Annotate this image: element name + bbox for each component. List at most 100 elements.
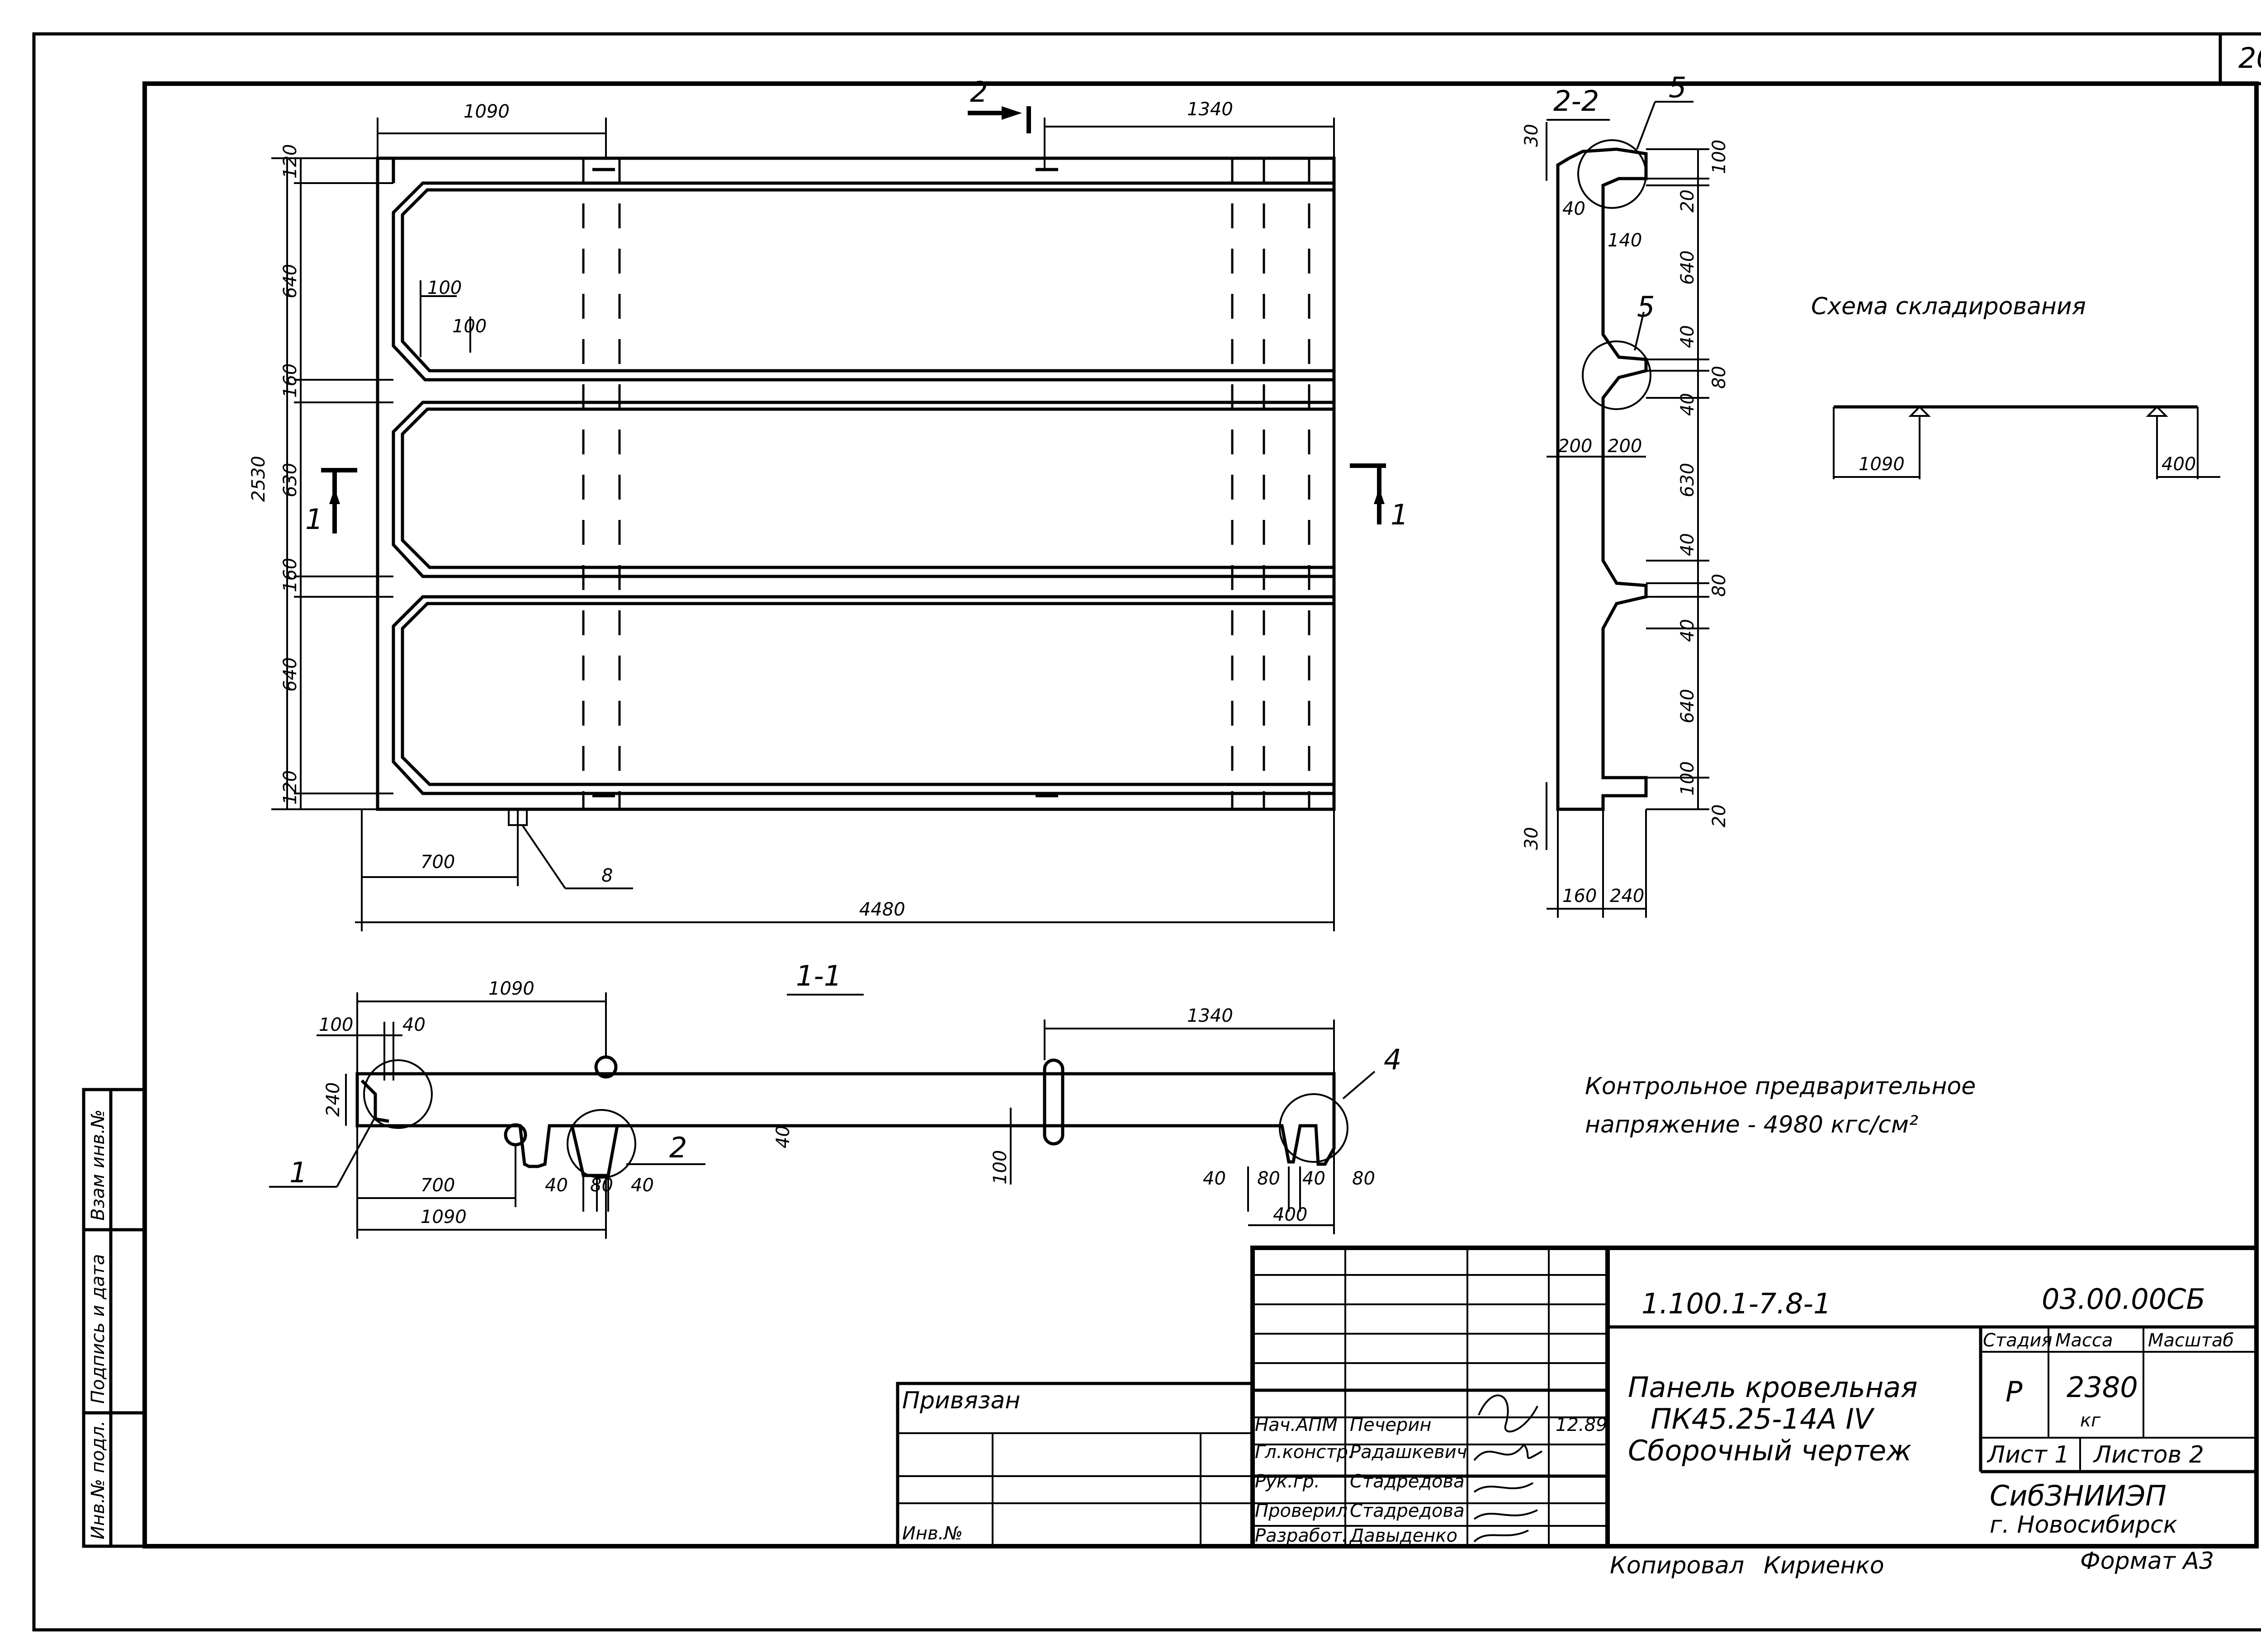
plan-dim-total-length: 4480 bbox=[859, 899, 905, 920]
page-number-box bbox=[2218, 32, 2261, 85]
copied-by-label: Копировал bbox=[1610, 1552, 1744, 1579]
tb-date: 12.89 bbox=[1556, 1415, 1608, 1435]
storage-title: Схема складирования bbox=[1811, 293, 2086, 320]
plan-dim-left-5: 640 bbox=[280, 657, 301, 692]
s11-dim-40-e: 40 bbox=[1302, 1168, 1325, 1189]
s22-dim-right-3: 40 bbox=[1677, 325, 1698, 348]
stamp-sign-date: Подпись и дата bbox=[88, 1254, 109, 1404]
plan-dim-left-2: 160 bbox=[280, 363, 301, 398]
plan-section-mark-right: 1 bbox=[1391, 498, 1408, 531]
s22-dim-240: 240 bbox=[1610, 886, 1644, 906]
plan-view: 1090 1340 2 2530 120 640 160 630 160 640… bbox=[248, 76, 1408, 931]
s22-dim-right-8: 80 bbox=[1709, 574, 1730, 597]
s11-dim-40-c: 40 bbox=[631, 1175, 654, 1196]
tb-title-3: Сборочный чертеж bbox=[1628, 1434, 1911, 1467]
prestress-line-1: Контрольное предварительное bbox=[1585, 1073, 1976, 1100]
stamp-column: Инв.№ подл. Подпись и дата Взам инв.№ bbox=[82, 1088, 147, 1548]
plan-section-mark-top: 2 bbox=[970, 76, 988, 109]
tb-col-mass: Масса bbox=[2055, 1330, 2113, 1351]
s11-dim-80-e: 80 bbox=[1352, 1168, 1375, 1189]
s11-dim-700: 700 bbox=[421, 1175, 455, 1196]
plan-dim-left-6: 120 bbox=[280, 770, 301, 805]
title-block: Привязан Инв.№ Нач.АПМ Печерин Гл.констр… bbox=[896, 1246, 2259, 1548]
s11-dim-1090-top: 1090 bbox=[488, 978, 535, 999]
s22-dim-200-left: 200 bbox=[1558, 436, 1592, 457]
section-1-1-title: 1-1 bbox=[796, 959, 842, 992]
s22-dim-right-5: 40 bbox=[1677, 393, 1698, 416]
plan-dim-total-height: 2530 bbox=[248, 456, 269, 502]
tb-name-2: Стадредова bbox=[1350, 1471, 1465, 1492]
storage-dim-left: 1090 bbox=[1859, 454, 1905, 475]
s22-dim-right-0: 100 bbox=[1709, 140, 1730, 174]
plan-dim-left-1: 640 bbox=[280, 264, 301, 298]
plan-ribs bbox=[392, 158, 1334, 795]
s22-dim-right-11: 100 bbox=[1677, 761, 1698, 796]
s11-callout-1: 1 bbox=[289, 1156, 307, 1189]
stamp-inv-orig: Инв.№ подл. bbox=[88, 1421, 109, 1539]
storage-dim-right: 400 bbox=[2162, 454, 2196, 475]
tb-org-2: г. Новосибирск bbox=[1990, 1511, 2178, 1539]
tb-role-2: Рук.гр. bbox=[1255, 1471, 1320, 1492]
tb-title-2: ПК45.25-14А IV bbox=[1651, 1402, 1875, 1435]
s11-dim-40-b: 40 bbox=[545, 1175, 568, 1196]
s11-dim-100-mid: 100 bbox=[990, 1150, 1011, 1185]
tb-name-0: Печерин bbox=[1350, 1415, 1431, 1435]
tb-stage-value: Р bbox=[2006, 1375, 2023, 1408]
plan-dim-left-3: 630 bbox=[280, 463, 301, 497]
s22-dim-right-10: 640 bbox=[1677, 689, 1698, 723]
tb-col-stage: Стадия bbox=[1983, 1330, 2052, 1351]
section-1-1-profile bbox=[355, 1072, 1336, 1168]
s22-dim-right-6: 630 bbox=[1677, 463, 1698, 497]
s11-callout-2: 2 bbox=[669, 1131, 687, 1164]
s22-dim-right-2: 640 bbox=[1677, 250, 1698, 285]
outer-frame bbox=[32, 32, 2261, 1632]
s11-dim-80-d: 80 bbox=[1257, 1168, 1280, 1189]
plan-dim-bottom-left: 700 bbox=[421, 852, 455, 873]
plan-dim-left-0: 120 bbox=[280, 144, 301, 179]
s22-dim-200-right: 200 bbox=[1608, 436, 1642, 457]
tb-drawing-number: 03.00.00СБ bbox=[2042, 1283, 2205, 1316]
tb-signatures bbox=[1473, 1394, 1543, 1543]
s11-dim-1340-top: 1340 bbox=[1187, 1005, 1233, 1026]
tb-sheet-label: Лист 1 bbox=[1987, 1441, 2069, 1468]
tb-org-1: СибЗНИИЭП bbox=[1990, 1479, 2166, 1512]
section-2-2: 2-2 5 5 100 20 640 40 80 40 bbox=[1521, 71, 1730, 918]
s22-dim-140: 140 bbox=[1608, 230, 1642, 251]
s22-dim-top-30: 30 bbox=[1521, 124, 1542, 147]
plan-section-mark-left: 1 bbox=[305, 503, 323, 536]
s11-dim-40-d: 40 bbox=[1203, 1168, 1226, 1189]
tb-col-scale: Масштаб bbox=[2148, 1330, 2234, 1351]
s11-dim-40-a: 40 bbox=[402, 1015, 426, 1035]
stamp-replace-inv: Взам инв.№ bbox=[88, 1109, 109, 1221]
plan-dim-top-right: 1340 bbox=[1187, 99, 1233, 120]
tb-sheets-label: Листов 2 bbox=[2093, 1441, 2204, 1468]
section-2-2-profile bbox=[1556, 147, 1648, 811]
tb-role-3: Проверил bbox=[1255, 1501, 1348, 1521]
section-2-2-title: 2-2 bbox=[1553, 85, 1599, 118]
tb-name-3: Стадредова bbox=[1350, 1501, 1465, 1521]
s11-dim-240: 240 bbox=[323, 1082, 344, 1117]
section-2-2-callout-mid: 5 bbox=[1637, 290, 1655, 323]
s22-dim-right-1: 20 bbox=[1677, 189, 1698, 212]
plan-callout-8: 8 bbox=[601, 865, 613, 886]
tb-privyazan: Привязан bbox=[902, 1387, 1020, 1414]
s22-dim-right-9: 40 bbox=[1677, 619, 1698, 642]
copied-by-name: Кириенко bbox=[1764, 1552, 1884, 1579]
tb-doc-code: 1.100.1-7.8-1 bbox=[1641, 1287, 1831, 1320]
tb-role-4: Разработ. bbox=[1255, 1525, 1348, 1546]
s11-dim-40-mid: 40 bbox=[773, 1125, 794, 1148]
tb-name-4: Давыденко bbox=[1349, 1525, 1457, 1546]
s22-dim-40: 40 bbox=[1562, 198, 1585, 219]
tb-mass-unit: кг bbox=[2080, 1410, 2101, 1431]
s22-dim-right-12: 20 bbox=[1709, 804, 1730, 827]
sheet-format: Формат А3 bbox=[2080, 1548, 2214, 1575]
section-1-1: 1-1 1090 1340 100 40 240 40 100 1 bbox=[269, 959, 1401, 1239]
tb-title-1: Панель кровельная bbox=[1628, 1371, 1918, 1404]
plan-outline bbox=[376, 156, 1336, 811]
tb-inv-no: Инв.№ bbox=[902, 1523, 963, 1544]
plan-dim-rib-a: 100 bbox=[427, 278, 462, 298]
s22-dim-right-7: 40 bbox=[1677, 533, 1698, 556]
s22-dim-bottom-30: 30 bbox=[1521, 827, 1542, 850]
page-number: 20 bbox=[2238, 42, 2261, 75]
